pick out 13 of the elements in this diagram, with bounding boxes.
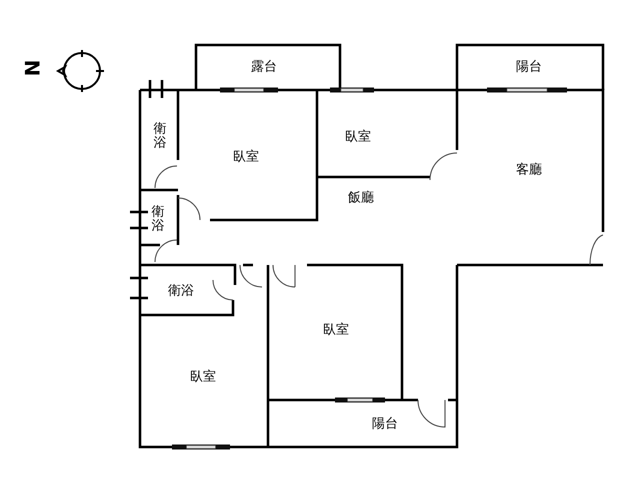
room-label: 飯廳 bbox=[348, 188, 374, 208]
room-label: 臥室 bbox=[345, 127, 371, 147]
room-label: 露台 bbox=[251, 57, 277, 77]
room-label: 衛浴 bbox=[168, 281, 194, 301]
room-label: 臥室 bbox=[190, 367, 216, 387]
north-label: N bbox=[22, 60, 42, 76]
room-label: 陽台 bbox=[516, 57, 542, 77]
room-label: 臥室 bbox=[323, 320, 349, 340]
room-label: 衛浴 bbox=[152, 206, 164, 234]
room-label: 陽台 bbox=[372, 414, 398, 434]
room-label: 臥室 bbox=[233, 147, 259, 167]
room-label: 客廳 bbox=[516, 160, 542, 180]
room-label: 衛浴 bbox=[154, 122, 166, 152]
